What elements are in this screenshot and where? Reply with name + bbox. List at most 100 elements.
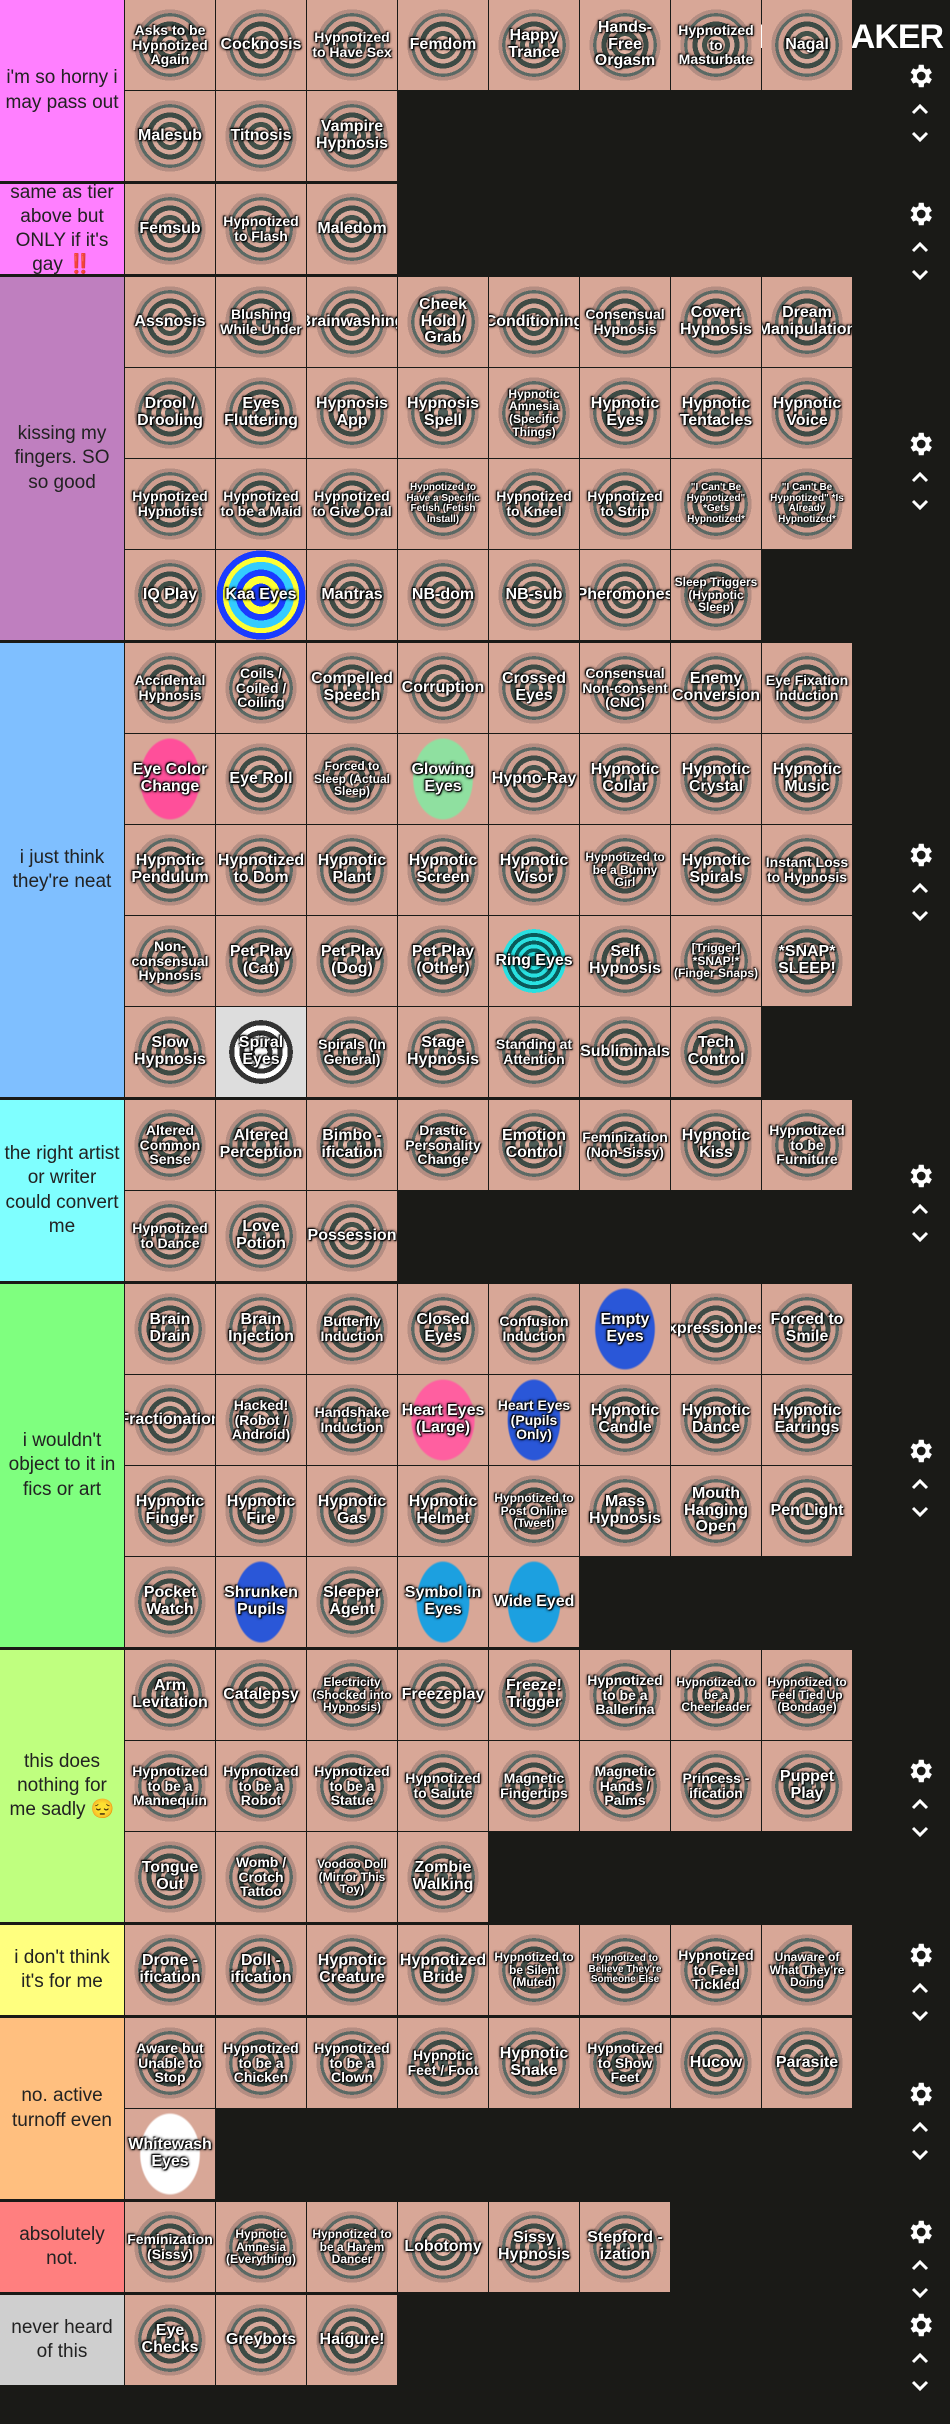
- tier-item[interactable]: "I Can't Be Hypnotized" *Is Already Hypn…: [762, 459, 852, 549]
- tier-item[interactable]: Hypnotized to Dance: [125, 1191, 215, 1281]
- tier-item[interactable]: Cheek Hold / Grab: [398, 277, 488, 367]
- tier-item[interactable]: Voodoo Doll (Mirror This Toy): [307, 1832, 397, 1922]
- tier-item[interactable]: Expressionless: [671, 1284, 761, 1374]
- tier-item[interactable]: Confusion Induction: [489, 1284, 579, 1374]
- tier-item[interactable]: Hypnotized to Strip: [580, 459, 670, 549]
- tier-item[interactable]: Instant Loss to Hypnosis: [762, 825, 852, 915]
- tier-item[interactable]: Pet Play (Other): [398, 916, 488, 1006]
- tier-label[interactable]: no. active turnoff even: [0, 2018, 124, 2199]
- tier-item[interactable]: Drool / Drooling: [125, 368, 215, 458]
- chevron-up-icon[interactable]: [908, 1976, 932, 2000]
- tier-item[interactable]: Hypnotized to Have Sex: [307, 0, 397, 90]
- tier-item[interactable]: Hucow: [671, 2018, 761, 2108]
- chevron-up-icon[interactable]: [908, 1792, 932, 1816]
- gear-icon[interactable]: [905, 2079, 935, 2109]
- tier-item[interactable]: Hypnotized Bride: [398, 1925, 488, 2015]
- tier-item[interactable]: Pet Play (Cat): [216, 916, 306, 1006]
- gear-icon[interactable]: [905, 1756, 935, 1786]
- tier-item[interactable]: Tech Control: [671, 1007, 761, 1097]
- tier-item[interactable]: Pet Play (Dog): [307, 916, 397, 1006]
- tier-item[interactable]: Conditioning: [489, 277, 579, 367]
- tier-item[interactable]: Hypnotic Candle: [580, 1375, 670, 1465]
- tier-item[interactable]: Asks to be Hypnotized Again: [125, 0, 215, 90]
- tier-item[interactable]: Hypnotic Visor: [489, 825, 579, 915]
- tier-item[interactable]: Freezeplay: [398, 1650, 488, 1740]
- tier-item[interactable]: Accidental Hypnosis: [125, 643, 215, 733]
- tier-item[interactable]: Hypnotized to be a Maid: [216, 459, 306, 549]
- tier-item[interactable]: Hypnotized to be a Cheerleader: [671, 1650, 761, 1740]
- chevron-down-icon[interactable]: [908, 1820, 932, 1844]
- tier-item[interactable]: Corruption: [398, 643, 488, 733]
- tier-item[interactable]: Hypnotic Screen: [398, 825, 488, 915]
- tier-item[interactable]: Hypnotized to Feel Tickled: [671, 1925, 761, 2015]
- tier-item[interactable]: Arm Levitation: [125, 1650, 215, 1740]
- tier-label[interactable]: i'm so horny i may pass out: [0, 0, 124, 181]
- tier-item[interactable]: Forced to Sleep (Actual Sleep): [307, 734, 397, 824]
- chevron-up-icon[interactable]: [908, 1197, 932, 1221]
- gear-icon[interactable]: [905, 2217, 935, 2247]
- tier-item[interactable]: Glowing Eyes: [398, 734, 488, 824]
- tier-label[interactable]: i don't think it's for me: [0, 1925, 124, 2015]
- chevron-down-icon[interactable]: [908, 904, 932, 928]
- tier-item[interactable]: Hypnotic Spirals: [671, 825, 761, 915]
- tier-item[interactable]: Unaware of What They're Doing: [762, 1925, 852, 2015]
- tier-item[interactable]: Bimbo -ification: [307, 1100, 397, 1190]
- tier-item[interactable]: Pocket Watch: [125, 1557, 215, 1647]
- tier-item[interactable]: Whitewash Eyes: [125, 2109, 215, 2199]
- tier-item[interactable]: Hypnotized to Kneel: [489, 459, 579, 549]
- tier-item[interactable]: [Trigger] *SNAP!* (Finger Snaps): [671, 916, 761, 1006]
- tier-item[interactable]: Vampire Hypnosis: [307, 91, 397, 181]
- tier-item[interactable]: Spiral Eyes: [216, 1007, 306, 1097]
- tier-item[interactable]: Maledom: [307, 184, 397, 274]
- tier-item[interactable]: Feminization (Non-Sissy): [580, 1100, 670, 1190]
- tier-item[interactable]: Eye Color Change: [125, 734, 215, 824]
- tier-item[interactable]: Mantras: [307, 550, 397, 640]
- tier-item[interactable]: Hypnotic Collar: [580, 734, 670, 824]
- tier-item[interactable]: Eye Fixation Induction: [762, 643, 852, 733]
- tier-item[interactable]: Non-consensual Hypnosis: [125, 916, 215, 1006]
- gear-icon[interactable]: [905, 1940, 935, 1970]
- chevron-up-icon[interactable]: [908, 235, 932, 259]
- tier-item[interactable]: Heart Eyes (Large): [398, 1375, 488, 1465]
- tier-item[interactable]: Aware but Unable to Stop: [125, 2018, 215, 2108]
- tier-item[interactable]: Cocknosis: [216, 0, 306, 90]
- tier-item[interactable]: Malesub: [125, 91, 215, 181]
- tier-item[interactable]: Forced to Smile: [762, 1284, 852, 1374]
- tier-item[interactable]: Compelled Speech: [307, 643, 397, 733]
- tier-item[interactable]: Hypnotic Tentacles: [671, 368, 761, 458]
- tier-item[interactable]: Hypnosis App: [307, 368, 397, 458]
- tier-item[interactable]: Handshake Induction: [307, 1375, 397, 1465]
- tier-item[interactable]: Hypnotic Plant: [307, 825, 397, 915]
- tier-item[interactable]: Assnosis: [125, 277, 215, 367]
- tier-item[interactable]: Hypnotic Helmet: [398, 1466, 488, 1556]
- tier-item[interactable]: Magnetic Hands / Palms: [580, 1741, 670, 1831]
- tier-item[interactable]: Greybots: [216, 2295, 306, 2385]
- tier-item[interactable]: Hypnotic Amnesia (Specific Things): [489, 368, 579, 458]
- tier-item[interactable]: Consensual Non-consent (CNC): [580, 643, 670, 733]
- tier-item[interactable]: Hypnotic Crystal: [671, 734, 761, 824]
- tier-item[interactable]: Hypnotized to be a Ballerina: [580, 1650, 670, 1740]
- tier-item[interactable]: Sleeper Agent: [307, 1557, 397, 1647]
- tier-item[interactable]: Brain Drain: [125, 1284, 215, 1374]
- chevron-up-icon[interactable]: [908, 2115, 932, 2139]
- tier-item[interactable]: Hypnotic Pendulum: [125, 825, 215, 915]
- tier-item[interactable]: Standing at Attention: [489, 1007, 579, 1097]
- tier-item[interactable]: Symbol in Eyes: [398, 1557, 488, 1647]
- tier-item[interactable]: Feminization (Sissy): [125, 2202, 215, 2292]
- tier-item[interactable]: Hypnotized to be a Harem Dancer: [307, 2202, 397, 2292]
- tier-item[interactable]: Hypnotized to Feel Tied Up (Bondage): [762, 1650, 852, 1740]
- tier-item[interactable]: Hypnotized to Post Online (Tweet): [489, 1466, 579, 1556]
- tier-item[interactable]: Femsub: [125, 184, 215, 274]
- tier-item[interactable]: Stage Hypnosis: [398, 1007, 488, 1097]
- tier-label[interactable]: i just think they're neat: [0, 643, 124, 1097]
- tier-item[interactable]: Brain Injection: [216, 1284, 306, 1374]
- tier-item[interactable]: Parasite: [762, 2018, 852, 2108]
- tier-item[interactable]: Hands-Free Orgasm: [580, 0, 670, 90]
- tier-item[interactable]: Pen Light: [762, 1466, 852, 1556]
- chevron-down-icon[interactable]: [908, 2281, 932, 2305]
- tier-item[interactable]: Hypnotic Voice: [762, 368, 852, 458]
- tier-item[interactable]: Tongue Out: [125, 1832, 215, 1922]
- tier-item[interactable]: Butterfly Induction: [307, 1284, 397, 1374]
- tier-item[interactable]: Hypnotized to be a Bunny Girl: [580, 825, 670, 915]
- tier-item[interactable]: Hypnotized to Dom: [216, 825, 306, 915]
